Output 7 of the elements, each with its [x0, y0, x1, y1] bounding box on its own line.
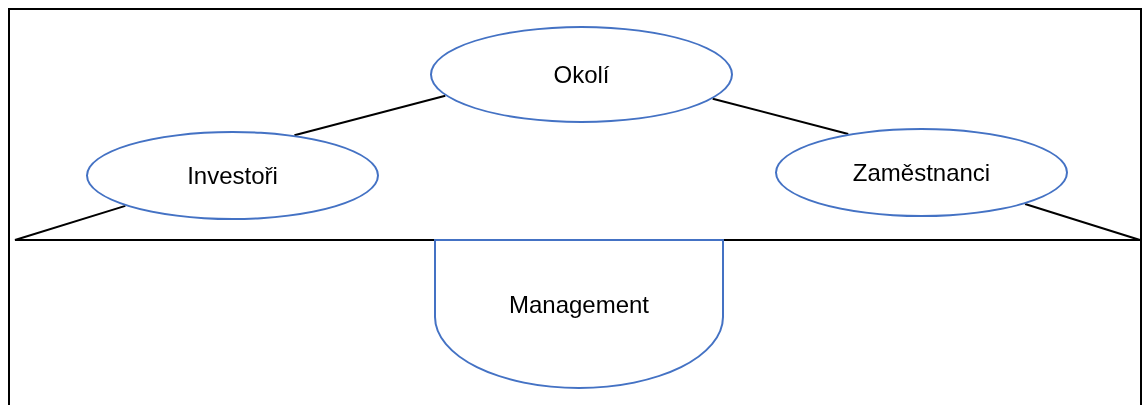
- node-label: Zaměstnanci: [852, 158, 991, 187]
- node-label: Investoři: [187, 161, 278, 190]
- connector-line: [293, 94, 447, 137]
- rounded-bottom-box: [434, 239, 724, 389]
- node-label: Management: [508, 291, 650, 319]
- connector-line: [711, 97, 850, 135]
- node-label: Okolí: [553, 60, 610, 89]
